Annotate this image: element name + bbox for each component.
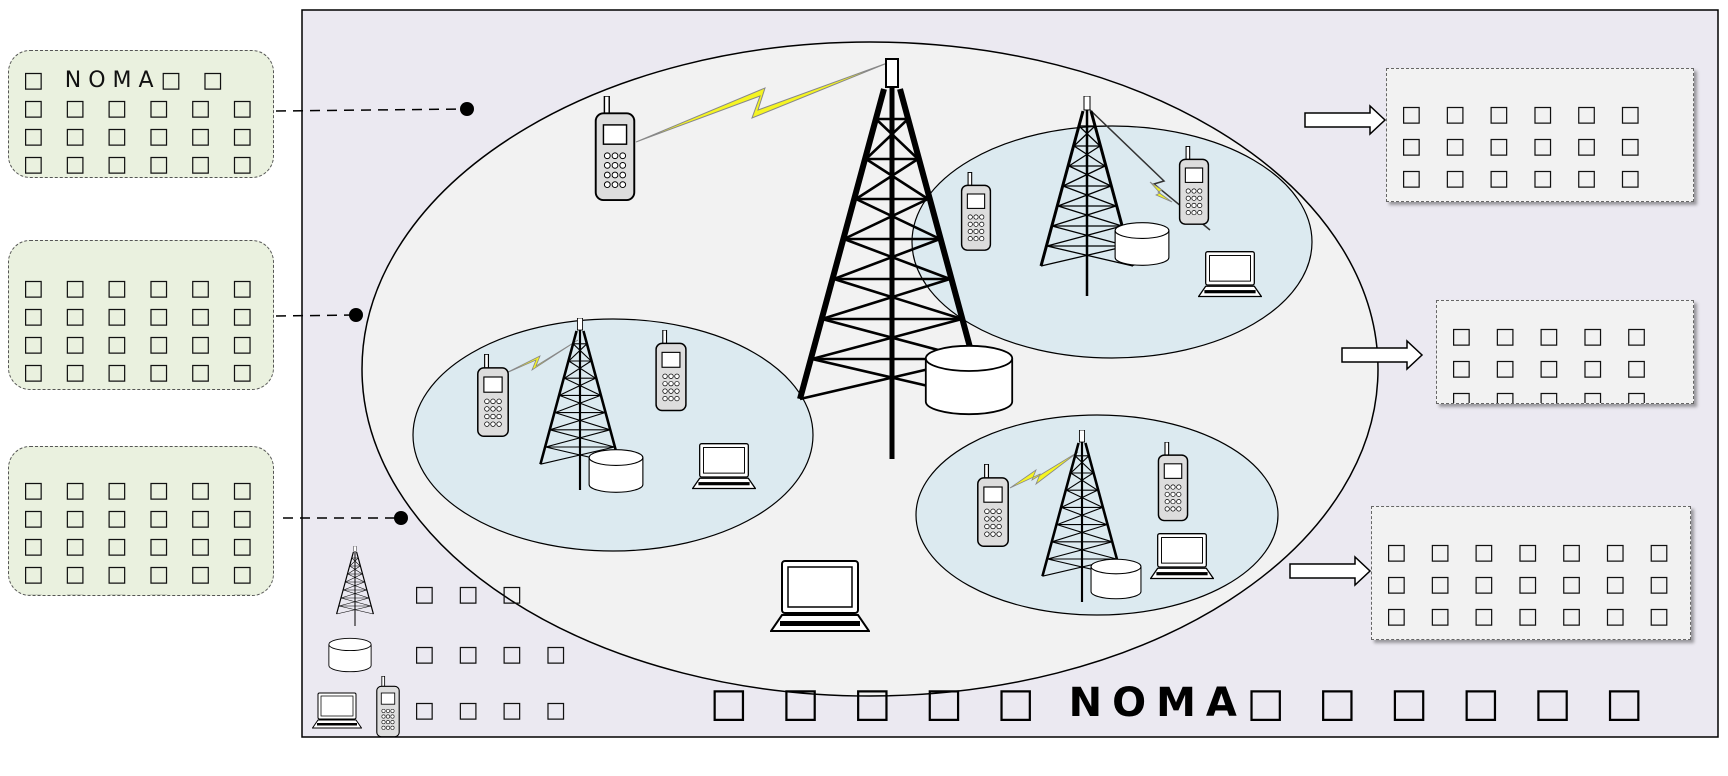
legend-tower-label: □ □ □ bbox=[414, 582, 531, 607]
arrow-right-2 bbox=[1341, 339, 1424, 371]
description-box-1: □ □ □ □ □ □ □ □ □ □ □ □ □ □ □ □ □ □ □ □ … bbox=[1386, 68, 1694, 202]
small-server-icon bbox=[1090, 558, 1142, 600]
connector-line-1 bbox=[275, 108, 467, 112]
macro-server-icon bbox=[924, 344, 1014, 416]
note-box-1: □ NOMA□ □ □ □ □ □ □ □ □ □ □ □ □ □ □ □ □ … bbox=[8, 50, 274, 178]
small-cell-left bbox=[412, 318, 814, 552]
connector-dot-1 bbox=[460, 102, 474, 116]
laptop-icon bbox=[770, 559, 870, 633]
description-box-3: □ □ □ □ □ □ □ □ □ □ □ □ □ □ □ □ □ □ □ □ … bbox=[1371, 506, 1691, 640]
small-server-icon bbox=[588, 448, 644, 494]
note-box-3: □ □ □ □ □ □ □ □ □ □ □ □ □ □ □ □ □ □ □ □ … bbox=[8, 446, 274, 596]
laptop-icon bbox=[1150, 532, 1214, 580]
legend-device-label: □ □ □ □ bbox=[414, 698, 575, 723]
connector-dot-2 bbox=[349, 308, 363, 322]
legend-server-label: □ □ □ □ bbox=[414, 642, 575, 667]
connector-dot-3 bbox=[394, 511, 408, 525]
wireless-link-icon bbox=[1149, 181, 1173, 203]
legend-laptop-icon bbox=[312, 692, 362, 729]
arrow-right-3 bbox=[1289, 555, 1372, 587]
wireless-link-icon bbox=[501, 339, 579, 376]
connector-line-2 bbox=[275, 314, 356, 317]
wireless-link-icon bbox=[1009, 451, 1079, 489]
diagram-title: □ □ □ □ □ NOMA□ □ □ □ □ □ bbox=[710, 680, 1654, 726]
laptop-icon bbox=[1198, 250, 1262, 298]
note-box-2: □ □ □ □ □ □ □ □ □ □ □ □ □ □ □ □ □ □ □ □ … bbox=[8, 240, 274, 390]
arrow-right-1 bbox=[1304, 104, 1387, 136]
description-box-2: □ □ □ □ □ □ □ □ □ □ □ □ □ □ □ bbox=[1436, 300, 1694, 404]
legend-server-icon bbox=[328, 637, 372, 673]
laptop-icon bbox=[692, 442, 756, 490]
small-server-icon bbox=[1114, 221, 1170, 267]
